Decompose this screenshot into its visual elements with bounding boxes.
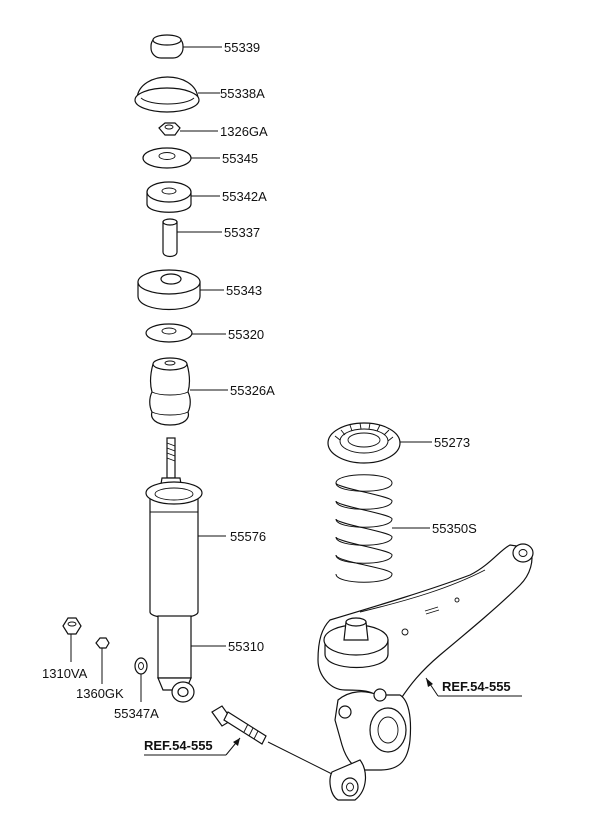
part-55342A-bushing[interactable] [146, 181, 192, 213]
label-55350S: 55350S [432, 521, 477, 536]
part-1360GK-washer[interactable] [95, 637, 110, 649]
part-55350S-coil-spring[interactable] [335, 474, 393, 583]
ref-right-arrow-icon [426, 678, 433, 687]
label-55310: 55310 [228, 639, 264, 654]
part-55273-spring-seat[interactable] [327, 422, 401, 464]
part-55343-mount[interactable] [137, 269, 201, 311]
part-55339-cap[interactable] [150, 34, 184, 59]
part-55337-collar[interactable] [162, 218, 178, 258]
label-55339: 55339 [224, 40, 260, 55]
label-55347A: 55347A [114, 706, 159, 721]
part-lower-control-arm[interactable] [317, 543, 534, 701]
label-55337: 55337 [224, 225, 260, 240]
part-1310VA-nut[interactable] [62, 617, 82, 635]
label-55338A: 55338A [220, 86, 265, 101]
ref-right-label: REF.54-555 [442, 679, 511, 694]
part-55345-washer[interactable] [142, 147, 192, 169]
part-55338A-dust-cover[interactable] [134, 76, 200, 113]
label-55345: 55345 [222, 151, 258, 166]
label-55576: 55576 [230, 529, 266, 544]
label-55343: 55343 [226, 283, 262, 298]
label-1360GK: 1360GK [76, 686, 124, 701]
ref-left-label: REF.54-555 [144, 738, 213, 753]
part-55576-dust-cover[interactable] [145, 481, 203, 619]
part-55347A-washer[interactable] [134, 657, 148, 675]
ref-right-callout[interactable]: REF.54-555 [425, 677, 522, 697]
part-1326GA-nut[interactable] [158, 122, 181, 136]
ref-left-arrow-icon [233, 738, 240, 746]
part-knuckle[interactable] [329, 688, 412, 801]
ref-left-callout[interactable]: REF.54-555 [144, 737, 241, 756]
label-55342A: 55342A [222, 189, 267, 204]
part-55326A-bump-stopper[interactable] [149, 357, 191, 426]
label-55320: 55320 [228, 327, 264, 342]
label-55326A: 55326A [230, 383, 275, 398]
label-55273: 55273 [434, 435, 470, 450]
part-55320-washer[interactable] [145, 323, 193, 343]
label-1326GA: 1326GA [220, 124, 268, 139]
part-lower-bolt[interactable] [211, 705, 267, 745]
label-1310VA: 1310VA [42, 666, 88, 681]
part-55310-shock-absorber[interactable] [157, 615, 195, 703]
